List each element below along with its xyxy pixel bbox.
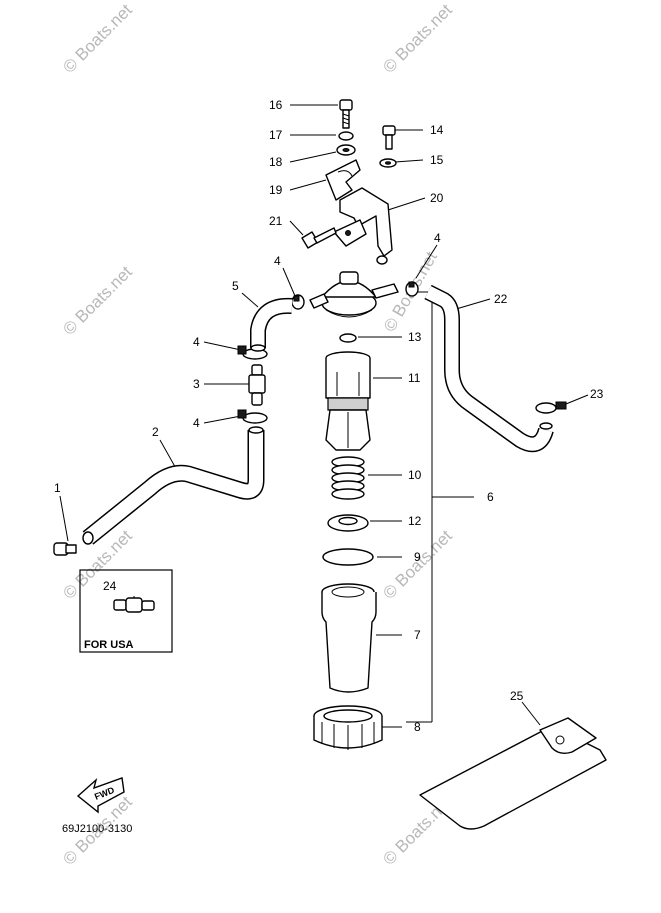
clamp-4-head-right <box>405 281 419 297</box>
filter-cup-7 <box>321 583 377 693</box>
callout-4: 4 <box>193 416 200 430</box>
callout-2: 2 <box>152 425 159 439</box>
callout-4: 4 <box>274 254 281 268</box>
callout-20: 20 <box>430 191 444 205</box>
callout-3: 3 <box>193 377 200 391</box>
clamp-4-lower <box>237 409 268 424</box>
hose-22 <box>424 284 554 453</box>
joint-3 <box>248 364 266 406</box>
bolt-14 <box>382 125 396 150</box>
watermark: © Boats.net <box>59 0 136 77</box>
plug-1 <box>53 542 77 556</box>
callout-19: 19 <box>269 183 283 197</box>
callout-1: 1 <box>54 481 61 495</box>
washer-18 <box>336 144 356 156</box>
spring-washer-17 <box>338 131 354 141</box>
callout-22: 22 <box>494 292 508 306</box>
filter-head <box>309 271 399 318</box>
callout-18: 18 <box>269 155 283 169</box>
washer-12 <box>327 514 369 532</box>
bracket-19 <box>325 159 361 201</box>
watermark: © Boats.net <box>59 262 136 339</box>
callout-6: 6 <box>487 490 494 504</box>
clamp-23 <box>535 401 567 414</box>
bag-25 <box>419 717 607 830</box>
clamp-4-head-left <box>291 294 305 310</box>
callout-14: 14 <box>430 123 444 137</box>
bolt-16 <box>339 99 353 129</box>
callout-5: 5 <box>232 279 239 293</box>
callout-8: 8 <box>414 720 421 734</box>
callout-labels: 1 2 3 4 4 4 4 5 6 7 8 9 10 11 12 13 14 1… <box>54 98 604 734</box>
watermark: © Boats.net <box>379 526 456 603</box>
callout-11: 11 <box>408 371 421 385</box>
watermark: © Boats.net <box>379 0 456 77</box>
washer-15 <box>379 158 397 168</box>
fwd-arrow-icon: FWD <box>76 777 125 814</box>
callout-13: 13 <box>408 330 422 344</box>
callout-4: 4 <box>193 335 200 349</box>
callout-23: 23 <box>590 387 604 401</box>
bolt-21 <box>301 227 337 249</box>
callout-7: 7 <box>414 628 421 642</box>
callout-21: 21 <box>269 214 283 228</box>
inset-label: FOR USA <box>84 639 134 651</box>
callout-16: 16 <box>269 98 283 112</box>
o-ring-13 <box>339 333 357 343</box>
callout-9: 9 <box>414 550 421 564</box>
callout-25: 25 <box>510 689 524 703</box>
bracket-20 <box>333 187 393 265</box>
o-ring-9 <box>322 548 374 566</box>
callout-17: 17 <box>269 128 283 142</box>
callout-24: 24 <box>103 579 117 593</box>
drawing-code: 69J2100-3130 <box>62 823 132 835</box>
hose-2 <box>82 426 265 545</box>
cup-nut-8 <box>313 705 383 750</box>
hose-5 <box>250 297 293 352</box>
for-usa-inset: FOR USA <box>79 569 173 653</box>
callout-12: 12 <box>408 514 422 528</box>
callout-10: 10 <box>408 468 422 482</box>
spring-10 <box>331 456 365 500</box>
callout-4: 4 <box>434 231 441 245</box>
leader-lines <box>59 104 589 728</box>
filter-element-11 <box>325 351 371 451</box>
callout-15: 15 <box>430 153 444 167</box>
